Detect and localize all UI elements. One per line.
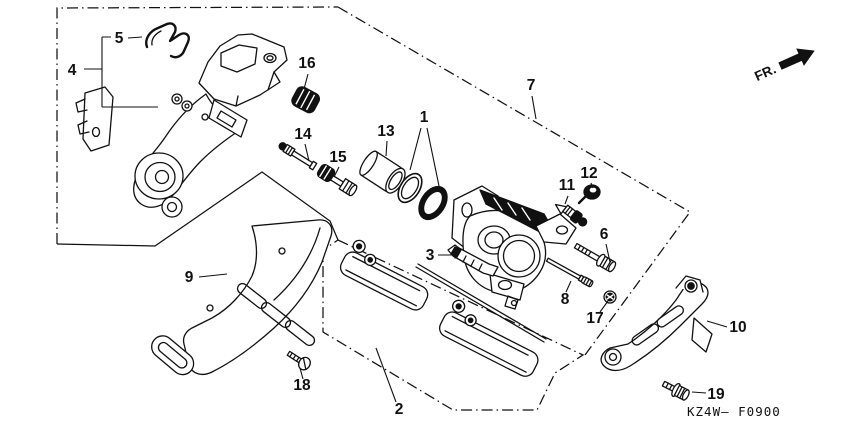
boot-drawing (291, 86, 321, 114)
part-label-9: 9 (185, 269, 194, 286)
piston-seal-drawing (397, 172, 423, 204)
part-label-6: 6 (600, 226, 609, 243)
piston-drawing (359, 150, 406, 194)
part-label-3: 3 (426, 247, 435, 264)
part-label-19: 19 (707, 386, 725, 403)
part-label-7: 7 (527, 77, 536, 94)
lower-boundary-line (56, 171, 339, 247)
part-label-18: 18 (293, 377, 311, 394)
part-label-5: 5 (115, 30, 124, 47)
front-direction-arrow-icon (778, 48, 815, 70)
part-label-4: 4 (68, 62, 77, 79)
part-label-15: 15 (329, 149, 347, 166)
part-label-10: 10 (729, 319, 746, 336)
bracket-group-boundary (56, 6, 339, 244)
part-label-12: 12 (580, 165, 597, 182)
part-label-2: 2 (395, 401, 404, 418)
brake-pad-upper-drawing (339, 239, 429, 311)
caliper-guard-drawing (600, 275, 713, 372)
part-label-17: 17 (586, 310, 603, 327)
pin-bolt-b-drawing (316, 163, 358, 197)
brake-pad-lower-drawing (438, 299, 539, 377)
mount-bolt-drawing (573, 242, 617, 273)
part-label-8: 8 (561, 291, 570, 308)
bracket-drawing (75, 33, 288, 218)
pad-pin-drawing (545, 257, 594, 288)
front-direction-label: FR. (752, 61, 778, 84)
pad-group-boundary (322, 239, 585, 411)
part-label-1: 1 (420, 109, 429, 126)
part-label-11: 11 (559, 177, 576, 194)
caliper-body-drawing (451, 185, 577, 310)
diagram-code: KZ4W– F0900 (687, 404, 781, 419)
part-label-14: 14 (294, 126, 312, 143)
bleeder-cap-drawing (577, 184, 601, 205)
dust-seal-drawing (418, 185, 448, 221)
part-labels: 1 2 3 4 5 6 7 8 9 10 11 12 13 14 15 16 1… (68, 30, 747, 418)
pad-spring-drawing (447, 244, 499, 277)
leader-lines (84, 36, 728, 403)
pad-pin-rod-drawing (415, 263, 547, 343)
pin-plug-drawing (603, 290, 617, 304)
pin-bolt-a-drawing (278, 142, 318, 171)
retainer-clip-drawing (145, 22, 190, 59)
part-label-16: 16 (298, 55, 316, 72)
part-label-13: 13 (377, 123, 395, 140)
front-direction-indicator: FR. (752, 48, 815, 84)
guard-bolt-drawing (661, 380, 690, 401)
assembly-boundary-lines (56, 6, 691, 411)
bleeder-valve-drawing (554, 203, 588, 227)
disc-guard-drawing (151, 219, 333, 376)
guard-screw-drawing (286, 350, 311, 371)
